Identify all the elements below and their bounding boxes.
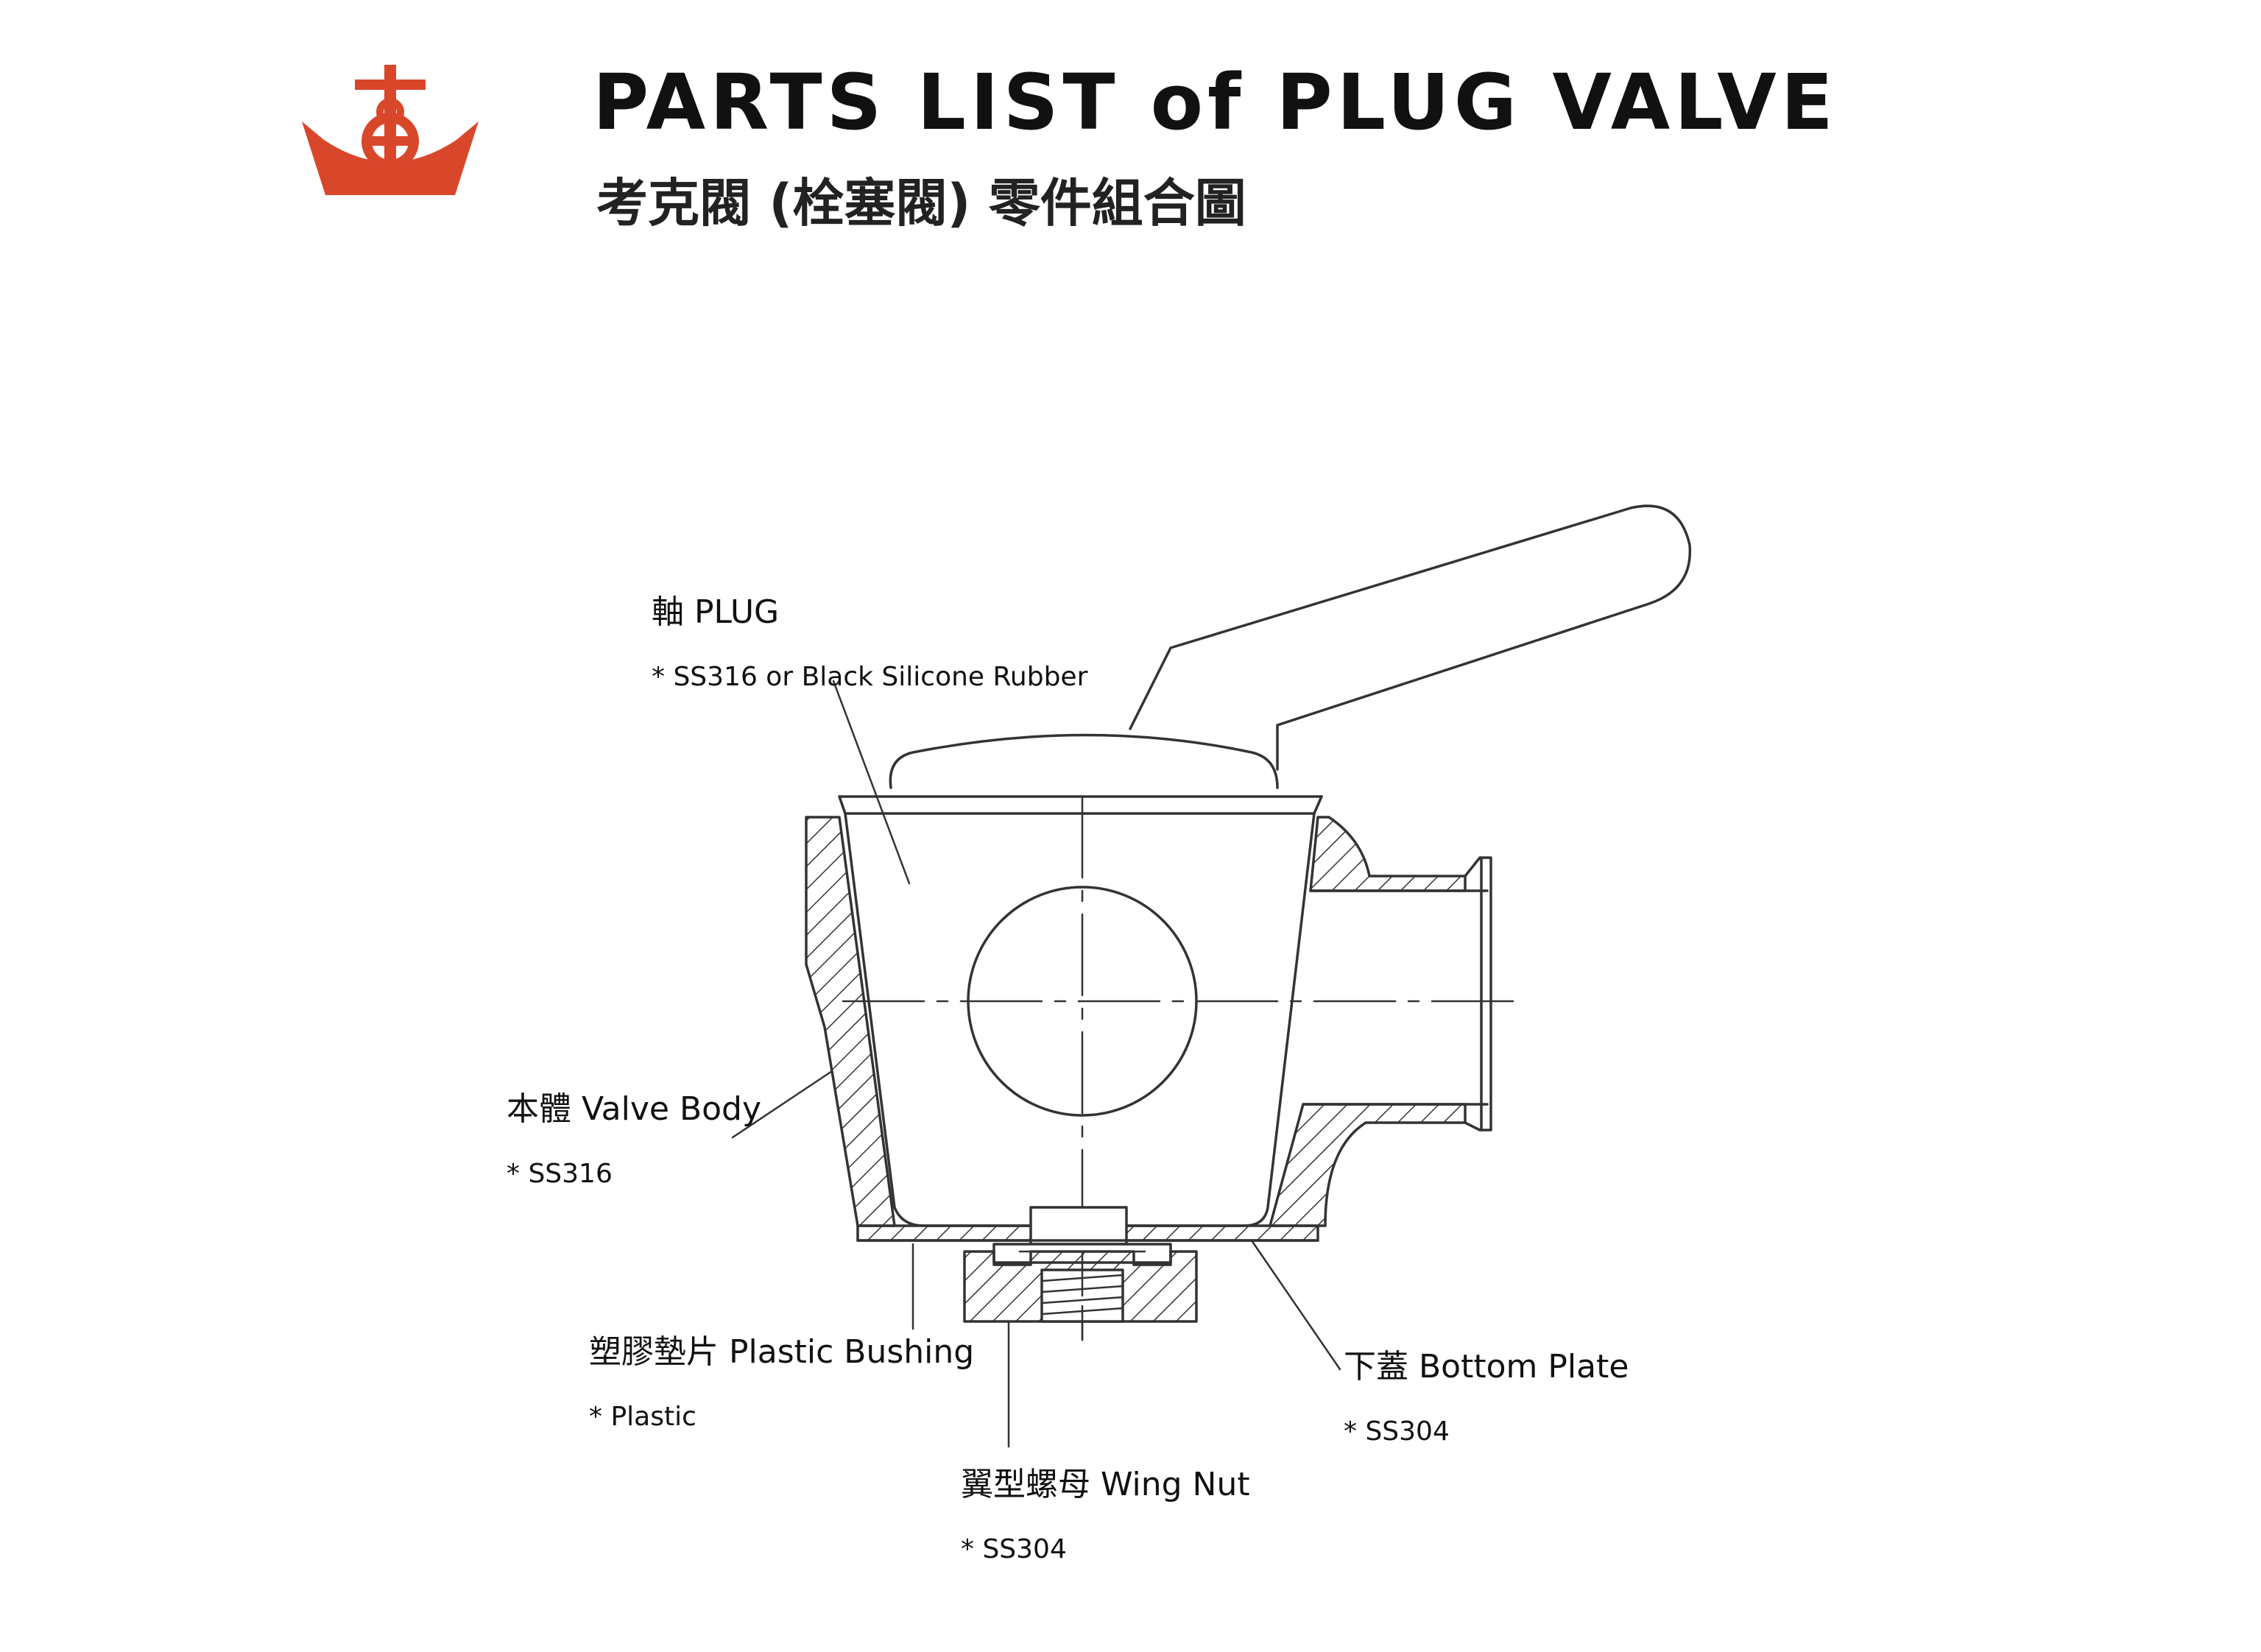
part-material: * SS304 — [961, 1534, 1067, 1564]
part-name: 本體 Valve Body — [507, 1090, 762, 1128]
logo-mark — [302, 65, 479, 195]
leader-bottom-plate — [1250, 1239, 1341, 1371]
page-title: PARTS LIST of PLUG VALVE — [593, 57, 1838, 147]
part-material: * SS316 — [507, 1159, 613, 1189]
outlet-flange — [1464, 856, 1492, 1132]
part-material: * SS304 — [1344, 1416, 1450, 1447]
part-name: 塑膠墊片 Plastic Bushing — [589, 1333, 975, 1371]
label-plug: 軸 PLUG * SS316 or Black Silicone Rubber — [652, 585, 1087, 692]
label-valve-body: 本體 Valve Body * SS316 — [507, 1082, 761, 1189]
plug-body — [844, 812, 1316, 1227]
valve-body-right-upper — [1309, 816, 1467, 892]
label-bottom-plate: 下蓋 Bottom Plate * SS304 — [1344, 1340, 1629, 1447]
company-logo — [302, 65, 479, 195]
label-plastic-bushing: 塑膠墊片 Plastic Bushing * Plastic — [589, 1325, 974, 1432]
valve-body-left — [805, 816, 896, 1227]
plug-cap — [889, 733, 1279, 789]
leader-valve-body — [731, 1070, 833, 1139]
part-name: 下蓋 Bottom Plate — [1344, 1348, 1629, 1386]
handle — [1129, 504, 1692, 771]
label-wing-nut: 翼型螺母 Wing Nut * SS304 — [961, 1458, 1250, 1564]
page-subtitle: 考克閥 (栓塞閥) 零件組合圖 — [596, 173, 1246, 233]
part-name: 軸 PLUG — [652, 593, 780, 631]
part-material: * Plastic — [589, 1402, 696, 1432]
part-name: 翼型螺母 Wing Nut — [961, 1466, 1250, 1503]
leader-plug — [832, 679, 911, 885]
part-material: * SS316 or Black Silicone Rubber — [652, 662, 1088, 692]
valve-body-right-lower — [1269, 1103, 1467, 1227]
